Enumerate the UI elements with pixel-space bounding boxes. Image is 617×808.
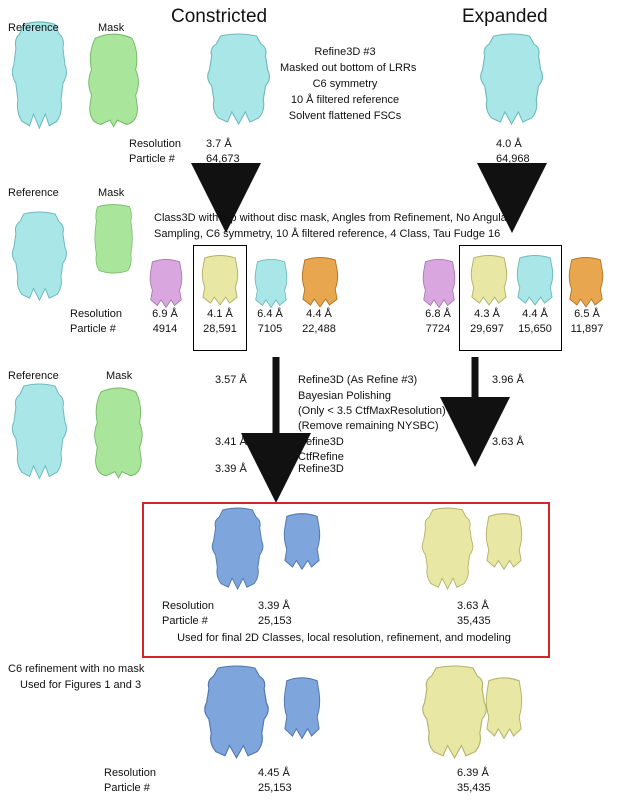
reference-label-1: Reference	[8, 22, 59, 34]
nomask-line-1: Used for Figures 1 and 3	[20, 679, 142, 691]
reference-label-2: Reference	[8, 187, 59, 199]
refine2-line-0: Refine3D (As Refine #3)	[298, 374, 418, 386]
refine1-line-1: Masked out bottom of LRRs	[280, 62, 417, 74]
nomask-line-0: C6 refinement with no mask	[8, 663, 145, 675]
refine1-line-4: Solvent flattened FSCs	[288, 110, 402, 122]
final-results-box	[142, 502, 550, 658]
final-expanded-particles: 35,435	[457, 615, 491, 627]
class-e1-particles: 7724	[425, 323, 451, 335]
class-e2-resolution: 4.3 Å	[474, 308, 500, 320]
refine2-line-4: Refine3D	[298, 436, 344, 448]
nomask-expanded-resolution: 6.39 Å	[457, 767, 489, 779]
refine2-c-step-0: 3.57 Å	[215, 374, 247, 386]
refine2-line-5: CtfRefine	[298, 451, 344, 463]
class-e3-particles: 15,650	[518, 323, 552, 335]
nomask-expanded-side	[485, 677, 523, 740]
refine2-c-step-2: 3.39 Å	[215, 463, 247, 475]
class-e4-particles: 11,897	[570, 323, 604, 335]
nomask-constricted-side	[283, 677, 321, 740]
class3d-line-0: Class3D with top without disc mask, Angl…	[154, 212, 511, 224]
mask-label-2: Mask	[98, 187, 125, 199]
refine1-line-0: Refine3D #3	[314, 46, 376, 58]
class-box-expanded	[459, 245, 562, 351]
reference-map-3	[11, 383, 67, 480]
nomask-constricted-particles: 25,153	[258, 782, 292, 794]
final-particle-label: Particle #	[162, 615, 208, 627]
refine2-line-1: Bayesian Polishing	[298, 390, 391, 402]
final-expanded-resolution: 3.63 Å	[457, 600, 489, 612]
refine2-line-2: (Only < 3.5 CtfMaxResolution)	[298, 405, 446, 417]
class-map-c4	[301, 256, 339, 308]
refine1-line-2: C6 symmetry	[312, 78, 378, 90]
class-map-c3	[254, 258, 288, 308]
final-constricted-resolution: 3.39 Å	[258, 600, 290, 612]
resolution-label-1: Resolution	[129, 138, 181, 150]
mask-map-2	[94, 204, 133, 274]
resolution-label-2: Resolution	[70, 308, 122, 320]
class-c1-particles: 4914	[152, 323, 178, 335]
class-c1-resolution: 6.9 Å	[152, 308, 178, 320]
refine2-c-step-1: 3.41 Å	[215, 436, 247, 448]
class-c2-particles: 28,591	[203, 323, 237, 335]
class-c4-resolution: 4.4 Å	[306, 308, 332, 320]
nomask-constricted-map	[204, 665, 269, 759]
particle-label-1: Particle #	[129, 153, 175, 165]
class-map-e4	[568, 256, 604, 308]
refine2-e-step-1: 3.63 Å	[492, 436, 524, 448]
nomask-expanded-particles: 35,435	[457, 782, 491, 794]
reference-map-1	[11, 21, 68, 129]
constricted-map-1	[207, 33, 271, 125]
particle-label-2: Particle #	[70, 323, 116, 335]
class-c3-resolution: 6.4 Å	[257, 308, 283, 320]
mask-map-1	[88, 33, 139, 128]
class-e4-resolution: 6.5 Å	[574, 308, 600, 320]
nomask-particle-label: Particle #	[104, 782, 150, 794]
mask-label-3: Mask	[106, 370, 133, 382]
class-map-c1	[149, 258, 183, 308]
refine2-line-6: Refine3D	[298, 463, 344, 475]
expanded-map-1	[480, 33, 544, 125]
refine1-expanded-resolution: 4.0 Å	[496, 138, 522, 150]
final-caption: Used for final 2D Classes, local resolut…	[177, 632, 511, 644]
refine2-line-3: (Remove remaining NYSBC)	[298, 420, 439, 432]
final-constricted-particles: 25,153	[258, 615, 292, 627]
class-c2-resolution: 4.1 Å	[207, 308, 233, 320]
refine1-constricted-resolution: 3.7 Å	[206, 138, 232, 150]
class-map-e1	[422, 258, 456, 308]
class-box-constricted	[193, 245, 247, 351]
reference-map-2	[11, 211, 67, 301]
refine1-constricted-particles: 64,673	[206, 153, 240, 165]
class3d-line-1: Sampling, C6 symmetry, 10 Å filtered ref…	[154, 228, 501, 240]
mask-label-1: Mask	[98, 22, 125, 34]
constricted-header: Constricted	[171, 6, 268, 27]
class-e3-resolution: 4.4 Å	[522, 308, 548, 320]
final-resolution-label: Resolution	[162, 600, 214, 612]
class-c3-particles: 7105	[257, 323, 283, 335]
refine2-e-step-0: 3.96 Å	[492, 374, 524, 386]
expanded-header: Expanded	[462, 6, 548, 27]
class-e1-resolution: 6.8 Å	[425, 308, 451, 320]
refine1-expanded-particles: 64,968	[496, 153, 530, 165]
class-c4-particles: 22,488	[302, 323, 336, 335]
nomask-constricted-resolution: 4.45 Å	[258, 767, 290, 779]
class-e2-particles: 29,697	[470, 323, 504, 335]
reference-label-3: Reference	[8, 370, 59, 382]
mask-map-3	[94, 387, 143, 479]
nomask-resolution-label: Resolution	[104, 767, 156, 779]
refine1-line-3: 10 Å filtered reference	[290, 94, 400, 106]
nomask-expanded-map	[422, 665, 487, 759]
